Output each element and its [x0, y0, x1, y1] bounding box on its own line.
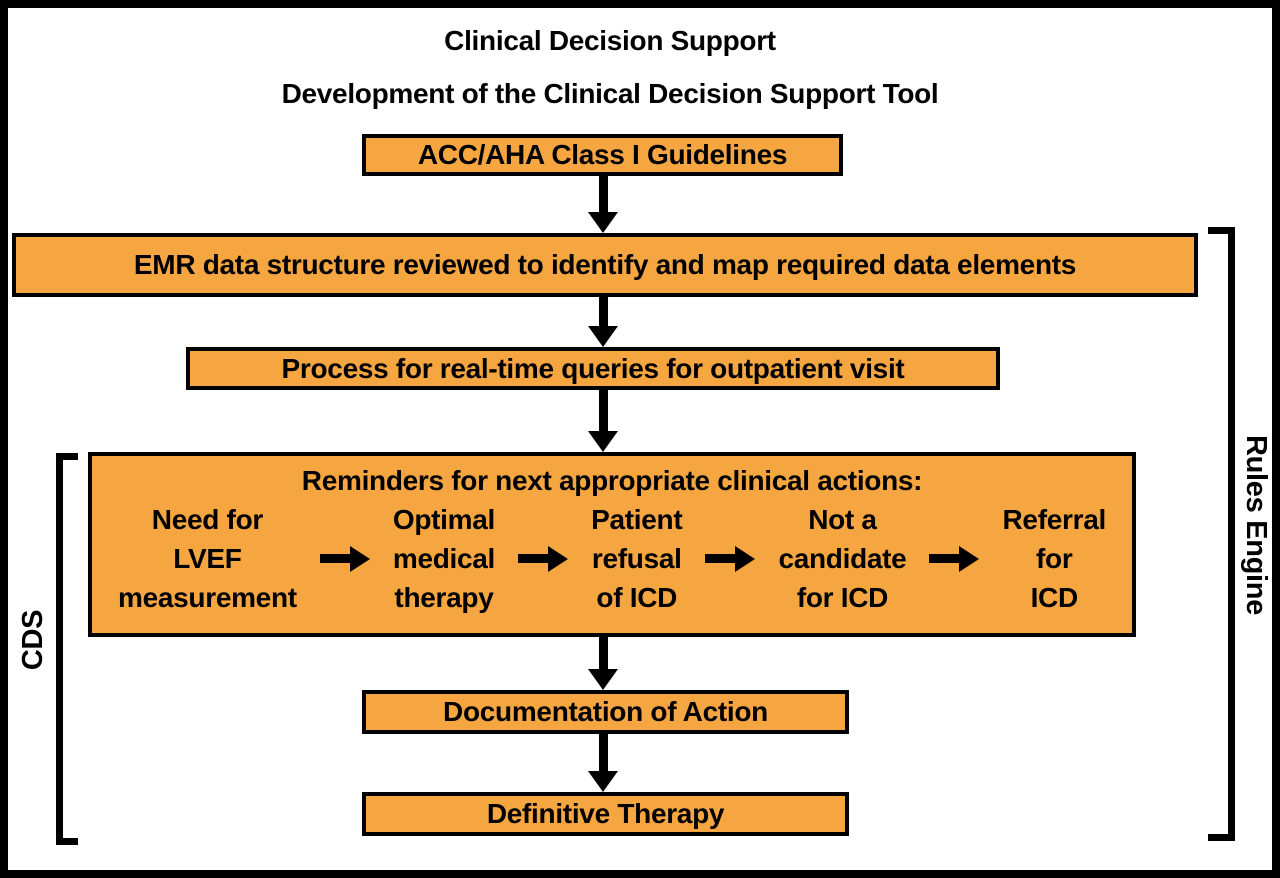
page-title: Clinical Decision Support [444, 25, 776, 56]
flow-box-process-label: Process for real-time queries for outpat… [281, 352, 905, 384]
reminder-step-line: medical [392, 543, 496, 574]
arrow-stem [598, 734, 608, 771]
arrow-head [588, 771, 618, 792]
reminder-step-referral: Referral for ICD [1002, 500, 1107, 617]
arrow-stem [598, 637, 608, 669]
arrow-stem [319, 554, 350, 563]
reminder-step-not-candidate: Not a candidate for ICD [778, 500, 906, 617]
reminder-step-line: therapy [394, 582, 494, 613]
reminder-step-line: for [1036, 543, 1073, 574]
arrow-right-icon [518, 545, 569, 572]
arrow-head [588, 326, 618, 347]
arrow-head [588, 212, 618, 233]
reminder-step-line: Need for [151, 504, 263, 535]
reminder-step-line: for ICD [796, 582, 889, 613]
flow-box-guidelines: ACC/AHA Class I Guidelines [362, 134, 843, 176]
arrow-head [588, 431, 618, 452]
flow-box-definitive-therapy-label: Definitive Therapy [486, 798, 725, 829]
arrow-head [349, 545, 370, 572]
rules-engine-bracket-label: Rules Engine [1240, 434, 1272, 616]
flow-box-emr: EMR data structure reviewed to identify … [12, 233, 1198, 297]
arrow-stem [705, 554, 736, 563]
flow-box-documentation-label: Documentation of Action [443, 696, 768, 727]
cds-bracket [56, 453, 78, 845]
arrow-stem [598, 297, 608, 326]
arrow-down-icon [588, 734, 618, 792]
arrow-down-icon [588, 297, 618, 347]
flow-box-reminders: Reminders for next appropriate clinical … [88, 452, 1136, 637]
flow-box-guidelines-label: ACC/AHA Class I Guidelines [417, 139, 788, 170]
arrow-right-icon [319, 545, 370, 572]
flow-box-process: Process for real-time queries for outpat… [186, 347, 1000, 390]
cds-bracket-label: CDS [17, 609, 49, 671]
arrow-stem [598, 176, 608, 212]
arrow-stem [929, 554, 960, 563]
rules-engine-bracket [1208, 227, 1235, 841]
arrow-down-icon [588, 390, 618, 452]
reminder-step-line: candidate [778, 543, 907, 574]
page-subtitle: Development of the Clinical Decision Sup… [281, 78, 939, 109]
arrow-head [588, 669, 618, 690]
reminder-step-line: of ICD [596, 582, 678, 613]
reminder-step-line: ICD [1030, 582, 1079, 613]
reminders-row: Need for LVEF measurement Optimal medica… [92, 497, 1132, 617]
reminders-header: Reminders for next appropriate clinical … [301, 465, 923, 496]
reminder-step-line: Not a [808, 504, 877, 535]
arrow-down-icon [588, 637, 618, 690]
reminder-step-refusal: Patient refusal of ICD [591, 500, 683, 617]
flow-box-emr-label: EMR data structure reviewed to identify … [133, 249, 1077, 280]
arrow-head [959, 545, 980, 572]
reminder-step-line: LVEF [173, 543, 242, 574]
arrow-stem [518, 554, 549, 563]
reminder-step-line: measurement [118, 582, 297, 613]
reminder-step-line: refusal [591, 543, 682, 574]
reminder-step-medical-therapy: Optimal medical therapy [393, 500, 495, 617]
arrow-right-icon [705, 545, 756, 572]
reminder-step-line: Optimal [392, 504, 496, 535]
reminder-step-line: Patient [591, 504, 683, 535]
flow-box-definitive-therapy: Definitive Therapy [362, 792, 849, 836]
arrow-down-icon [588, 176, 618, 233]
arrow-right-icon [929, 545, 980, 572]
arrow-head [548, 545, 569, 572]
reminder-step-line: Referral [1002, 504, 1107, 535]
arrow-head [735, 545, 756, 572]
arrow-stem [598, 390, 608, 431]
reminder-step-lvef: Need for LVEF measurement [118, 500, 297, 617]
flow-box-documentation: Documentation of Action [362, 690, 849, 734]
